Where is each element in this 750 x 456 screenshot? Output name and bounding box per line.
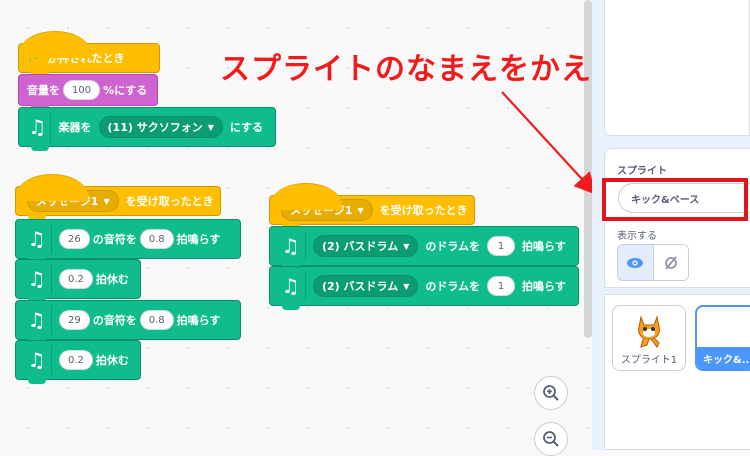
code-area-scrollbar[interactable] xyxy=(584,0,592,338)
show-button[interactable] xyxy=(618,245,653,280)
music-note-icon: ♫ xyxy=(22,305,52,335)
cat-sprite-icon xyxy=(638,315,660,348)
hat-label: を受け取ったとき xyxy=(125,195,214,208)
dropdown-value: (2) バスドラム xyxy=(322,240,399,253)
play-note-block[interactable]: ♫ 26 の音符を 0.8 拍鳴らす xyxy=(15,219,241,263)
block-suffix: にする xyxy=(229,121,263,134)
note-input[interactable]: 26 xyxy=(59,229,90,249)
music-note-icon: ♫ xyxy=(276,231,306,261)
sprite-tile[interactable]: スプライト1 xyxy=(612,305,686,371)
highlight-box xyxy=(602,178,748,221)
block-mid: のドラムを xyxy=(425,280,481,293)
play-note-block[interactable]: ♫ 29 の音符を 0.8 拍鳴らす xyxy=(15,300,241,344)
volume-input[interactable]: 100 xyxy=(63,80,101,100)
hide-button[interactable] xyxy=(652,245,688,280)
eye-slash-icon xyxy=(664,255,677,270)
block-suffix: 拍鳴らす xyxy=(522,280,566,293)
eye-icon xyxy=(627,257,644,268)
set-instrument-block[interactable]: ♫ 楽器を (11) サクソフォン ▼ にする xyxy=(18,107,276,151)
show-toggle[interactable] xyxy=(617,244,689,281)
music-note-icon: ♫ xyxy=(22,264,52,294)
sprite-name-input[interactable] xyxy=(618,183,750,213)
zoom-in-button[interactable] xyxy=(534,376,568,410)
block-suffix: 拍休む xyxy=(95,273,129,286)
rest-block[interactable]: ♫ 0.2 拍休む xyxy=(15,340,141,384)
play-drum-block[interactable]: ♫ (2) バスドラム ▼ のドラムを 1 拍鳴らす xyxy=(269,226,579,270)
rest-block[interactable]: ♫ 0.2 拍休む xyxy=(15,259,141,303)
stage[interactable] xyxy=(604,0,750,136)
set-volume-block[interactable]: 音量を 100 %にする xyxy=(18,74,158,110)
dropdown-value: (2) バスドラム xyxy=(322,280,399,293)
chevron-down-icon: ▼ xyxy=(357,205,364,215)
drum-dropdown[interactable]: (2) バスドラム ▼ xyxy=(313,235,419,257)
drum-dropdown[interactable]: (2) バスドラム ▼ xyxy=(313,275,419,297)
beats-input[interactable]: 0.8 xyxy=(139,310,174,330)
chevron-down-icon: ▼ xyxy=(207,122,214,132)
music-note-icon: ♫ xyxy=(22,224,52,254)
block-prefix: 楽器を xyxy=(58,121,92,134)
block-prefix: 音量を xyxy=(27,84,60,97)
sprite-tile-selected[interactable]: キック&... xyxy=(695,305,750,371)
block-suffix: 拍鳴らす xyxy=(522,240,566,253)
sprite-label: スプライト xyxy=(617,166,667,177)
music-note-icon: ♫ xyxy=(25,112,51,142)
play-drum-block[interactable]: ♫ (2) バスドラム ▼ のドラムを 1 拍鳴らす xyxy=(269,266,579,310)
beats-input[interactable]: 0.2 xyxy=(59,269,93,289)
beats-input[interactable]: 0.2 xyxy=(59,350,93,370)
note-input[interactable]: 29 xyxy=(59,310,90,330)
zoom-out-icon xyxy=(543,431,559,447)
music-note-icon: ♫ xyxy=(276,271,306,301)
beats-input[interactable]: 1 xyxy=(487,236,516,256)
beats-input[interactable]: 1 xyxy=(487,276,516,296)
instrument-dropdown[interactable]: (11) サクソフォン ▼ xyxy=(98,116,223,138)
zoom-in-icon xyxy=(543,385,559,401)
chevron-down-icon: ▼ xyxy=(403,241,410,251)
block-mid: の音符を xyxy=(92,314,137,327)
block-suffix: 拍休む xyxy=(95,354,129,367)
block-mid: のドラムを xyxy=(425,240,481,253)
block-mid: の音符を xyxy=(92,233,137,246)
dropdown-value: (11) サクソフォン xyxy=(107,121,203,134)
chevron-down-icon: ▼ xyxy=(103,196,110,206)
music-note-icon: ♫ xyxy=(22,345,52,375)
block-suffix: 拍鳴らす xyxy=(176,314,221,327)
chevron-down-icon: ▼ xyxy=(403,281,410,291)
hat-label: を受け取ったとき xyxy=(379,204,468,217)
beats-input[interactable]: 0.8 xyxy=(139,229,174,249)
block-suffix: %にする xyxy=(103,84,148,97)
block-suffix: 拍鳴らす xyxy=(176,233,221,246)
show-label: 表示する xyxy=(617,231,657,242)
sprite-tile-label: キック&... xyxy=(697,347,750,369)
sprite-tile-label: スプライト1 xyxy=(620,355,678,366)
